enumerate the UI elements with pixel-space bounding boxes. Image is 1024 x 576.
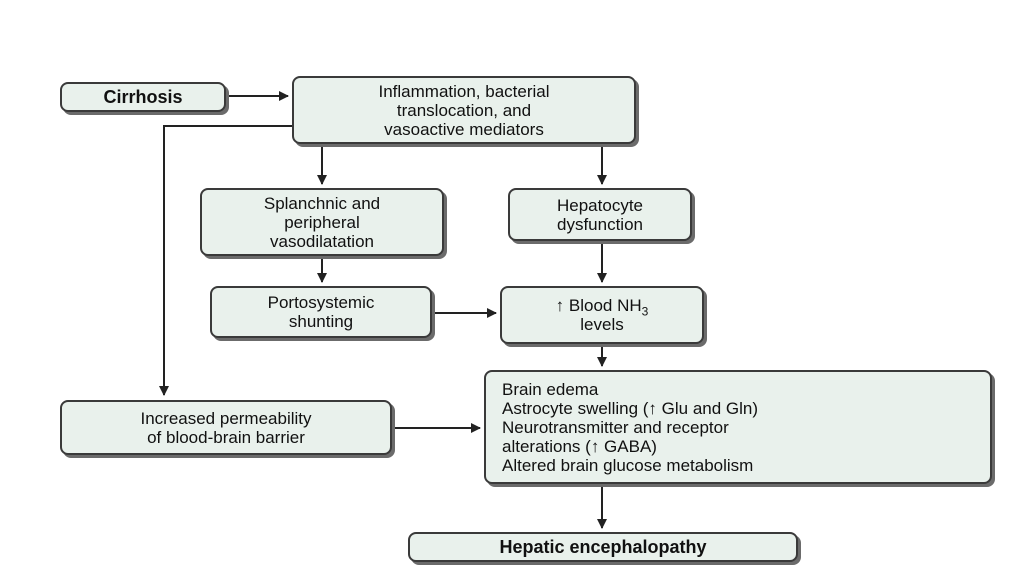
- node-permeability-line-1: Increased permeability: [140, 408, 312, 428]
- node-inflammation-line-2: translocation, and: [396, 100, 532, 120]
- up-arrow-icon: ↑: [555, 296, 565, 315]
- node-splanchnic-line-2: peripheral: [284, 212, 360, 232]
- node-brain-line-3: Neurotransmitter and receptor: [502, 417, 729, 437]
- node-permeability: Increased permeability of blood-brain ba…: [60, 400, 392, 455]
- node-inflammation: Inflammation, bacterial translocation, a…: [292, 76, 636, 144]
- node-permeability-line-2: of blood-brain barrier: [147, 427, 305, 447]
- nh3-subscript: 3: [641, 304, 649, 319]
- node-portosystemic: Portosystemic shunting: [210, 286, 432, 338]
- node-splanchnic-line-3: vasodilatation: [270, 231, 374, 251]
- node-brain-line-2: Astrocyte swelling (↑ Glu and Gln): [502, 398, 759, 418]
- node-brain-line-1: Brain edema: [502, 379, 599, 399]
- node-blood-nh3: ↑ Blood NH3 levels: [500, 286, 704, 344]
- node-blood-nh3-line-1: ↑ Blood NH3: [555, 296, 649, 319]
- node-hepatic-label: Hepatic encephalopathy: [499, 536, 707, 557]
- node-splanchnic: Splanchnic and peripheral vasodilatation: [200, 188, 444, 256]
- node-hepatocyte-line-1: Hepatocyte: [557, 195, 643, 215]
- node-hepatic-encephalopathy: Hepatic encephalopathy: [408, 532, 798, 562]
- node-brain-line-5: Altered brain glucose metabolism: [502, 455, 754, 475]
- node-cirrhosis: Cirrhosis: [60, 82, 226, 112]
- node-hepatocyte: Hepatocyte dysfunction: [508, 188, 692, 241]
- node-inflammation-line-3: vasoactive mediators: [384, 119, 544, 139]
- arrow-inflammation-to-permeability: [159, 125, 292, 396]
- node-splanchnic-line-1: Splanchnic and: [263, 193, 381, 213]
- node-blood-nh3-text: Blood NH: [568, 296, 642, 315]
- node-cirrhosis-label: Cirrhosis: [103, 86, 183, 107]
- node-portosystemic-line-2: shunting: [288, 312, 354, 331]
- node-blood-nh3-line-2: levels: [580, 315, 624, 334]
- node-portosystemic-line-1: Portosystemic: [267, 293, 375, 312]
- node-brain-line-4: alterations (↑ GABA): [502, 436, 657, 456]
- node-hepatocyte-line-2: dysfunction: [557, 214, 643, 234]
- node-brain-changes: Brain edema Astrocyte swelling (↑ Glu an…: [484, 370, 992, 484]
- node-inflammation-line-1: Inflammation, bacterial: [378, 81, 550, 101]
